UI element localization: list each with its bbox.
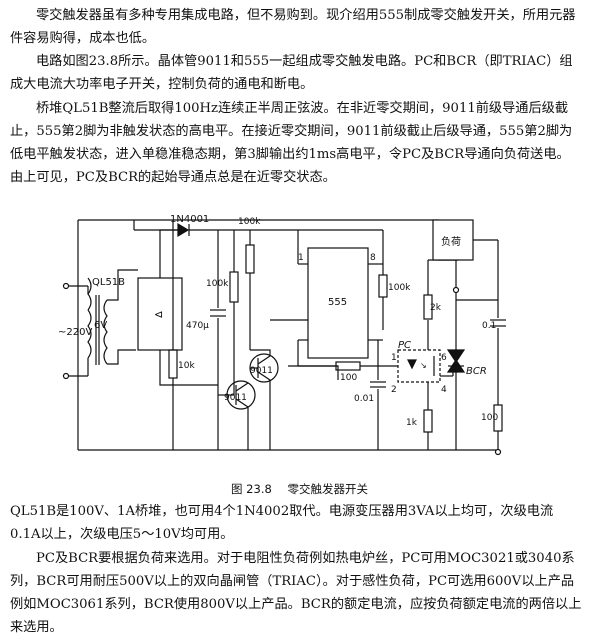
figure-title: 零交触发器开关 xyxy=(287,482,368,496)
label-cap-470: 470μ xyxy=(186,321,209,331)
label-secondary: 6V xyxy=(94,320,107,331)
label-pc-pin2: 2 xyxy=(391,385,397,395)
label-bridge: QL51B xyxy=(92,277,125,288)
label-load: 负荷 xyxy=(441,235,461,248)
label-pc-pin4: 4 xyxy=(441,385,447,395)
figure-caption: 图 23.8 零交触发器开关 xyxy=(0,481,599,497)
paragraph-components: QL51B是100V、1A桥堆，也可用4个1N4002取代。电源变压器用3VA以… xyxy=(10,504,554,542)
paragraph-operation: 桥堆QL51B整流后取得100Hz连续正半周正弦波。在非近零交期间，9011前级… xyxy=(10,101,573,185)
paragraph-selection: PC及BCR要根据负荷来选用。对于电阻性负荷例如热电炉丝，PC可用MOC3021… xyxy=(10,551,582,635)
label-pin8: 8 xyxy=(370,253,376,263)
paragraph-intro: 零交触发器虽有多种专用集成电路，但不易购到。现介绍用555制成零交触发开关，所用… xyxy=(10,8,576,46)
label-pc-pin6: 6 xyxy=(441,353,447,363)
label-r-100: 100 xyxy=(340,373,357,383)
label-pc-pin1: 1 xyxy=(391,353,397,363)
label-mains: ~220V xyxy=(58,327,92,338)
label-r-2k: 2k xyxy=(430,303,442,313)
svg-text:↘: ↘ xyxy=(420,361,427,370)
label-pc: PC xyxy=(398,340,411,351)
label-pin1: 1 xyxy=(298,253,304,263)
label-r-100k-c: 100k xyxy=(388,283,411,293)
label-diode: 1N4001 xyxy=(170,214,209,225)
bridge-symbol: ⊲ xyxy=(154,308,163,321)
figure-number: 图 23.8 xyxy=(231,482,272,496)
label-r-100k-a: 100k xyxy=(206,279,229,289)
label-r-100k-b: 100k xyxy=(238,217,261,227)
label-q1: 9011 xyxy=(250,366,273,376)
label-ic: 555 xyxy=(328,297,347,308)
label-q2: 9011 xyxy=(224,393,247,403)
label-c-01: 0.1 xyxy=(482,321,496,331)
label-r-100-snub: 100 xyxy=(481,413,498,423)
label-c-001: 0.01 xyxy=(354,394,374,404)
label-bcr: BCR xyxy=(466,366,487,377)
label-r-10k: 10k xyxy=(178,361,195,371)
circuit-diagram: ⊲ ↘ xyxy=(58,200,578,480)
label-r-1k: 1k xyxy=(406,418,418,428)
paragraph-circuit-overview: 电路如图23.8所示。晶体管9011和555一起组成零交触发电路。PC和BCR（… xyxy=(10,54,573,92)
